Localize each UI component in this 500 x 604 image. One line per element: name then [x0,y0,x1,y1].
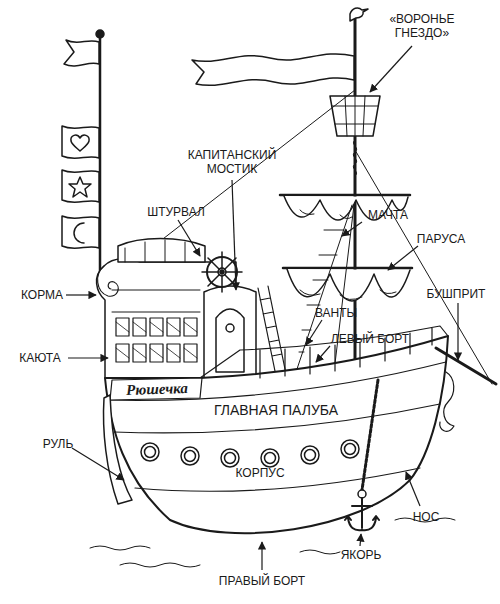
part-label: РУЛЬ [36,437,80,451]
porthole [181,447,199,465]
porthole [221,449,239,467]
part-label: ВАНТЫ [308,306,364,320]
hull-planks [107,362,446,491]
leader-line [66,294,96,295]
part-label: КАЮТА [10,351,70,365]
leader-line [72,448,124,480]
porthole-glass [345,444,356,455]
bowsprit [436,348,496,384]
ship-name: Рюшечка [112,378,203,399]
heart-flag [62,126,99,158]
lower-yard [283,267,412,270]
rudder [104,395,132,504]
leader-line [306,320,322,345]
door-porthole [226,324,234,332]
part-label: НОС [404,510,448,524]
hull [105,336,448,533]
porthole-glass [305,450,316,461]
portholes [141,440,359,467]
anchor-chain [362,380,378,490]
porthole [341,440,359,458]
seagull [350,8,368,21]
pole-top-ball [96,30,104,38]
leader-line [388,246,418,270]
leader-line [457,303,458,360]
heart-symbol [71,135,89,151]
star-flag [62,170,99,202]
porthole [301,446,319,464]
moon-flag [62,216,99,248]
mast-banner [192,54,354,85]
part-label: МАЧТА [360,208,416,222]
bridge-door [216,309,244,372]
mast-rope-spiral [353,140,356,176]
part-label: КАПИТАНСКИЙ МОСТИК [178,148,286,177]
stern-rails [112,290,200,312]
stern-shell-curl [98,266,119,296]
leader-line [360,534,361,546]
deck-railing [200,326,448,378]
leader-lines [66,46,458,570]
porthole-glass [265,453,276,464]
stern-top-flag [64,40,99,66]
upper-yard [280,194,410,197]
leader-line [178,220,200,256]
leader-line [406,472,420,506]
part-label: ПАРУСА [405,232,477,246]
leader-line [68,357,108,358]
part-label: ЛЕВЫЙ БОРТ [318,332,422,346]
anchor [345,498,379,530]
leader-line [232,180,236,290]
anchor-ring [358,490,366,498]
leader-line [370,46,412,92]
leader-line [261,542,262,570]
porthole-glass [225,453,236,464]
porthole [141,443,159,461]
leader-line [316,346,330,362]
porthole-glass [185,451,196,462]
part-label: БУШПРИТ [414,287,498,301]
crows-nest [330,96,380,136]
bridge-ladder [258,286,286,376]
name-board [110,378,202,400]
canopy-stripes [125,240,185,262]
part-label: КОРПУС [220,466,300,480]
porthole-glass [145,447,156,458]
part-label: КОРМА [14,288,70,302]
bridge-house [204,286,256,378]
part-label: ЯКОРЬ [330,548,392,562]
porthole [261,449,279,467]
part-label: ШТУРВАЛ [140,205,212,219]
star-symbol [69,177,91,197]
shrouds [296,205,354,372]
window-lattice [116,322,197,358]
part-label: ПРАВЫЙ БОРТ [200,574,324,588]
lower-sail [287,269,410,301]
cabin-windows [116,318,197,362]
stern-flagpole [99,38,102,290]
leader-line [342,222,362,236]
part-label: «ВОРОНЬЕ ГНЕЗДО» [372,12,472,41]
part-label: ГЛАВНАЯ ПАЛУБА [196,402,356,419]
moon-symbol [74,223,84,243]
bow-figurehead [440,372,454,431]
